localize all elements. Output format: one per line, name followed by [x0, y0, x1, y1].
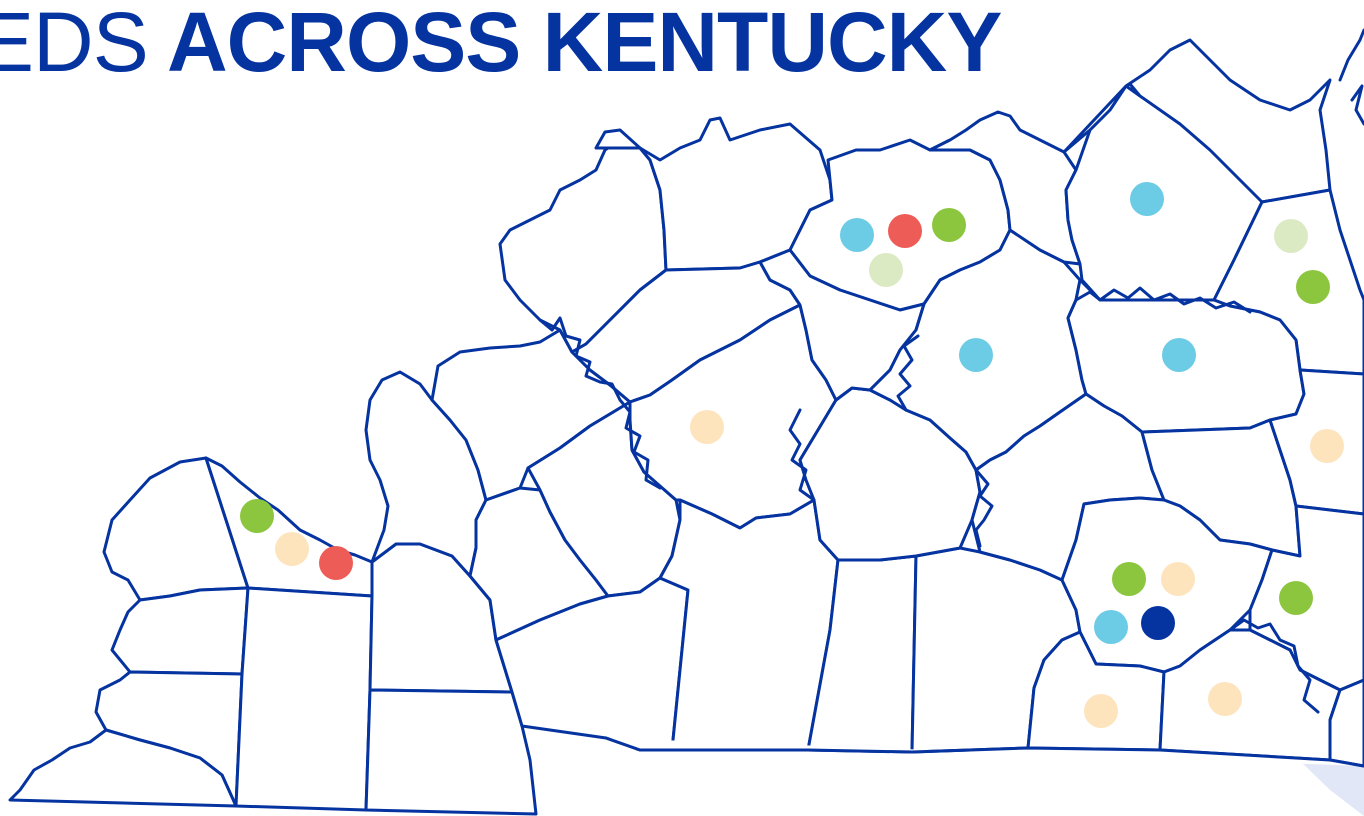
map-marker-sky[interactable]	[1162, 338, 1196, 372]
map-marker-peach[interactable]	[690, 410, 724, 444]
map-marker-peach[interactable]	[1084, 694, 1118, 728]
county-south-a	[658, 498, 840, 752]
map-marker-navy[interactable]	[1141, 606, 1175, 640]
cumberland-squiggle	[974, 468, 994, 548]
green-river-squiggle	[788, 408, 816, 502]
map-marker-sky[interactable]	[1130, 182, 1164, 216]
marker-layer	[240, 182, 1344, 728]
ohio-river-squiggle	[538, 316, 662, 490]
county-far-west-east-s	[364, 688, 538, 816]
map-marker-red[interactable]	[319, 546, 353, 580]
map-marker-red[interactable]	[888, 214, 922, 248]
map-marker-pale-green[interactable]	[869, 253, 903, 287]
map-marker-peach[interactable]	[1208, 682, 1242, 716]
map-marker-sky[interactable]	[840, 218, 874, 252]
county-southeast-harlan	[1328, 678, 1364, 768]
map-marker-green[interactable]	[240, 499, 274, 533]
rivers	[538, 28, 1364, 714]
headline-light-part: EDS	[0, 0, 149, 89]
map-marker-green[interactable]	[1296, 270, 1330, 304]
county-far-west-mid	[110, 586, 250, 676]
county-boundaries	[8, 38, 1364, 816]
map-marker-peach[interactable]	[275, 532, 309, 566]
northeast-border-squiggle	[1338, 28, 1364, 126]
headline-bold-part: ACROSS KENTUCKY	[166, 0, 1002, 89]
map-marker-green[interactable]	[1279, 581, 1313, 615]
county-west-southern-edge	[604, 736, 1364, 768]
county-west-river-b	[594, 116, 834, 272]
map-marker-green[interactable]	[1112, 562, 1146, 596]
southeast-squiggle	[1228, 618, 1320, 714]
kentucky-river-squiggle	[896, 334, 920, 412]
map-marker-sky[interactable]	[1094, 610, 1128, 644]
county-far-west-south-b	[8, 728, 238, 808]
county-west-d	[526, 400, 682, 598]
map-marker-sky[interactable]	[959, 338, 993, 372]
map-marker-pale-green[interactable]	[1274, 219, 1308, 253]
county-far-west-center	[234, 586, 374, 812]
north-squiggle	[1074, 286, 1252, 314]
map-marker-green[interactable]	[932, 208, 966, 242]
map-headline: EDS ACROSS KENTUCKY	[0, 0, 1002, 92]
map-marker-peach[interactable]	[1161, 562, 1195, 596]
map-marker-peach[interactable]	[1310, 429, 1344, 463]
